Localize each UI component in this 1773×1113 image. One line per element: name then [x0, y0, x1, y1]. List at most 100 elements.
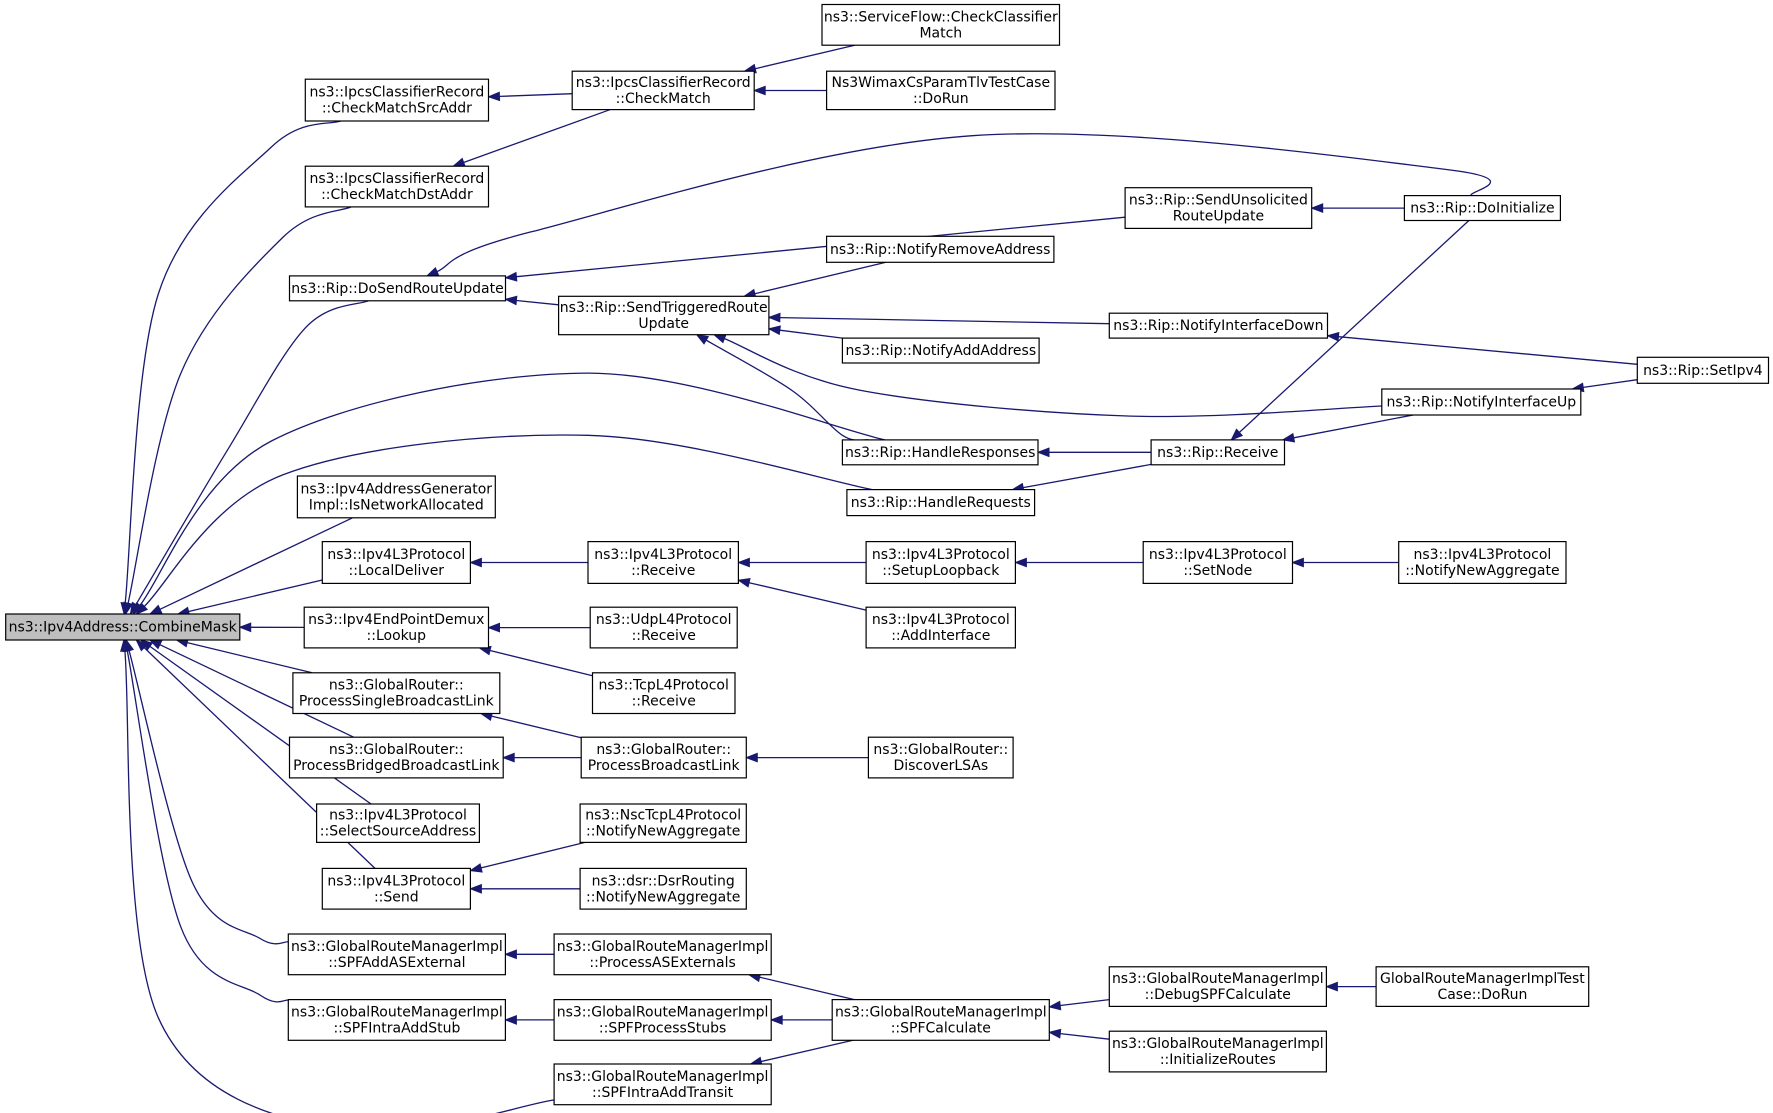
node-box	[571, 70, 755, 111]
arrow-head-icon	[752, 85, 766, 96]
node-box	[292, 672, 501, 715]
node-box	[316, 803, 481, 844]
node-handlereq[interactable]: ns3::Rip::HandleRequests	[846, 489, 1036, 517]
node-box	[304, 165, 490, 208]
node-debugspf[interactable]: ns3::GlobalRouteManagerImpl::DebugSPFCal…	[1108, 966, 1328, 1007]
edge-line	[489, 649, 593, 677]
node-intrastub[interactable]: ns3::GlobalRouteManagerImpl::SPFIntraAdd…	[287, 998, 506, 1041]
node-spfasext[interactable]: ns3::GlobalRouteManagerImpl::SPFAddASExt…	[287, 933, 506, 976]
node-setnode[interactable]: ns3::Ipv4L3Protocol::SetNode	[1142, 540, 1294, 584]
node-box	[867, 736, 1014, 779]
node-l3nna[interactable]: ns3::Ipv4L3Protocol::NotifyNewAggregate	[1398, 540, 1567, 584]
node-label: RouteUpdate	[1173, 209, 1264, 225]
node-box	[1636, 356, 1770, 384]
node-l3receive[interactable]: ns3::Ipv4L3Protocol::Receive	[587, 540, 739, 584]
edge-line	[188, 579, 323, 613]
node-label: ::DebugSPFCalculate	[1145, 987, 1291, 1003]
node-nscnna[interactable]: ns3::NscTcpL4Protocol::NotifyNewAggregat…	[579, 803, 747, 844]
node-tcprecv[interactable]: ns3::TcpL4Protocol::Receive	[591, 672, 736, 715]
node-isnetalloc[interactable]: ns3::Ipv4AddressGeneratorImpl::IsNetwork…	[296, 475, 496, 519]
node-label: Update	[638, 316, 689, 332]
edge-line	[1583, 379, 1638, 389]
node-label: ::CheckMatchDstAddr	[321, 187, 473, 203]
node-box	[1108, 1030, 1328, 1073]
node-box	[589, 606, 738, 649]
node-srcaddr[interactable]: ns3::IpcsClassifierRecord::CheckMatchSrc…	[304, 78, 490, 122]
edge-localdeliver-l3receive	[468, 557, 588, 568]
node-notifyremove[interactable]: ns3::Rip::NotifyRemoveAddress	[825, 235, 1055, 263]
node-box	[1403, 195, 1562, 222]
edge-intratransit-spfcalc	[749, 1039, 854, 1067]
arrow-head-icon	[1290, 557, 1304, 568]
node-spfcalc[interactable]: ns3::GlobalRouteManagerImpl::SPFCalculat…	[831, 998, 1050, 1041]
node-label: ::Send	[374, 889, 419, 905]
node-ifdown[interactable]: ns3::Rip::NotifyInterfaceDown	[1108, 312, 1329, 339]
arrow-head-icon	[767, 325, 781, 336]
node-setuploop[interactable]: ns3::Ipv4L3Protocol::SetupLoopback	[865, 540, 1016, 584]
node-label: ns3::UdpL4Protocol	[596, 612, 732, 628]
arrow-head-icon	[736, 557, 750, 568]
node-label: ::SetupLoopback	[882, 563, 1000, 579]
node-procasext[interactable]: ns3::GlobalRouteManagerImpl::ProcessASEx…	[553, 933, 772, 976]
node-receive[interactable]: ns3::Rip::Receive	[1150, 439, 1286, 466]
edge-receive-doinit	[1230, 220, 1470, 441]
edge-line	[755, 44, 855, 70]
node-box	[846, 489, 1036, 517]
edge-line	[128, 650, 289, 945]
node-label: ::CheckMatchSrcAddr	[322, 101, 472, 117]
node-ifup[interactable]: ns3::Rip::NotifyInterfaceUp	[1381, 388, 1582, 416]
arrow-head-icon	[1326, 331, 1340, 342]
arrow-head-icon	[120, 638, 130, 652]
node-doinit[interactable]: ns3::Rip::DoInitialize	[1403, 195, 1562, 222]
node-checkmatch[interactable]: ns3::IpcsClassifierRecord::CheckMatch	[571, 70, 755, 111]
node-label: ::DoRun	[913, 91, 969, 107]
node-label: ::Receive	[632, 628, 696, 644]
edge-root-handlereq	[135, 434, 873, 615]
node-box	[288, 275, 507, 302]
node-label: ProcessBridgedBroadcastLink	[293, 758, 500, 774]
node-box	[591, 672, 736, 715]
edge-checkmatch-wimaxtc	[752, 85, 827, 96]
node-label: ::SPFIntraAddTransit	[592, 1085, 734, 1101]
node-addif[interactable]: ns3::Ipv4L3Protocol::AddInterface	[865, 606, 1016, 649]
edge-psbl-pbl	[479, 711, 582, 739]
node-box	[865, 606, 1016, 649]
node-notifyadd[interactable]: ns3::Rip::NotifyAddAddress	[841, 337, 1040, 364]
node-root[interactable]: ns3::Ipv4Address::CombineMask	[5, 613, 241, 641]
node-l3send[interactable]: ns3::Ipv4L3Protocol::Send	[321, 867, 471, 910]
edge-intrastub-procstubs	[503, 1014, 555, 1025]
node-wimaxtc[interactable]: Ns3WimaxCsParamTlvTestCase::DoRun	[825, 70, 1056, 111]
node-udprecv[interactable]: ns3::UdpL4Protocol::Receive	[589, 606, 738, 649]
node-label: ::LocalDeliver	[349, 563, 445, 579]
node-dsrnna[interactable]: ns3::dsr::DsrRouting::NotifyNewAggregate	[579, 867, 747, 910]
edge-l3send-nscnna	[469, 841, 586, 873]
node-box	[587, 540, 739, 584]
edge-l3send-dsrnna	[468, 883, 581, 894]
node-dosend[interactable]: ns3::Rip::DoSendRouteUpdate	[288, 275, 507, 302]
node-intratransit[interactable]: ns3::GlobalRouteManagerImpl::SPFIntraAdd…	[553, 1063, 772, 1106]
node-dstaddr[interactable]: ns3::IpcsClassifierRecord::CheckMatchDst…	[304, 165, 490, 208]
node-selectsrc[interactable]: ns3::Ipv4L3Protocol::SelectSourceAddress	[316, 803, 481, 844]
node-box	[865, 540, 1016, 584]
node-box	[579, 867, 747, 910]
node-procstubs[interactable]: ns3::GlobalRouteManagerImpl::SPFProcessS…	[553, 998, 772, 1041]
node-pbbl[interactable]: ns3::GlobalRouter::ProcessBridgedBroadca…	[288, 736, 504, 779]
node-handleresp[interactable]: ns3::Rip::HandleResponses	[841, 439, 1039, 466]
node-pbl[interactable]: ns3::GlobalRouter::ProcessBroadcastLink	[580, 736, 747, 779]
edge-root-handleresp	[132, 372, 886, 616]
node-label: ns3::Rip::SetIpv4	[1643, 363, 1763, 379]
node-psbl[interactable]: ns3::GlobalRouter::ProcessSingleBroadcas…	[292, 672, 501, 715]
node-label: ns3::TcpL4Protocol	[599, 678, 729, 694]
node-setipv4[interactable]: ns3::Rip::SetIpv4	[1636, 356, 1770, 384]
edge-line	[779, 316, 1110, 325]
node-initroutes[interactable]: ns3::GlobalRouteManagerImpl::InitializeR…	[1108, 1030, 1328, 1073]
node-label: Impl::IsNetworkAllocated	[309, 498, 484, 514]
edge-line	[124, 650, 555, 1113]
node-lookup[interactable]: ns3::Ipv4EndPointDemux::Lookup	[303, 606, 490, 649]
node-discover[interactable]: ns3::GlobalRouter::DiscoverLSAs	[867, 736, 1014, 779]
node-localdeliver[interactable]: ns3::Ipv4L3Protocol::LocalDeliver	[321, 540, 471, 584]
